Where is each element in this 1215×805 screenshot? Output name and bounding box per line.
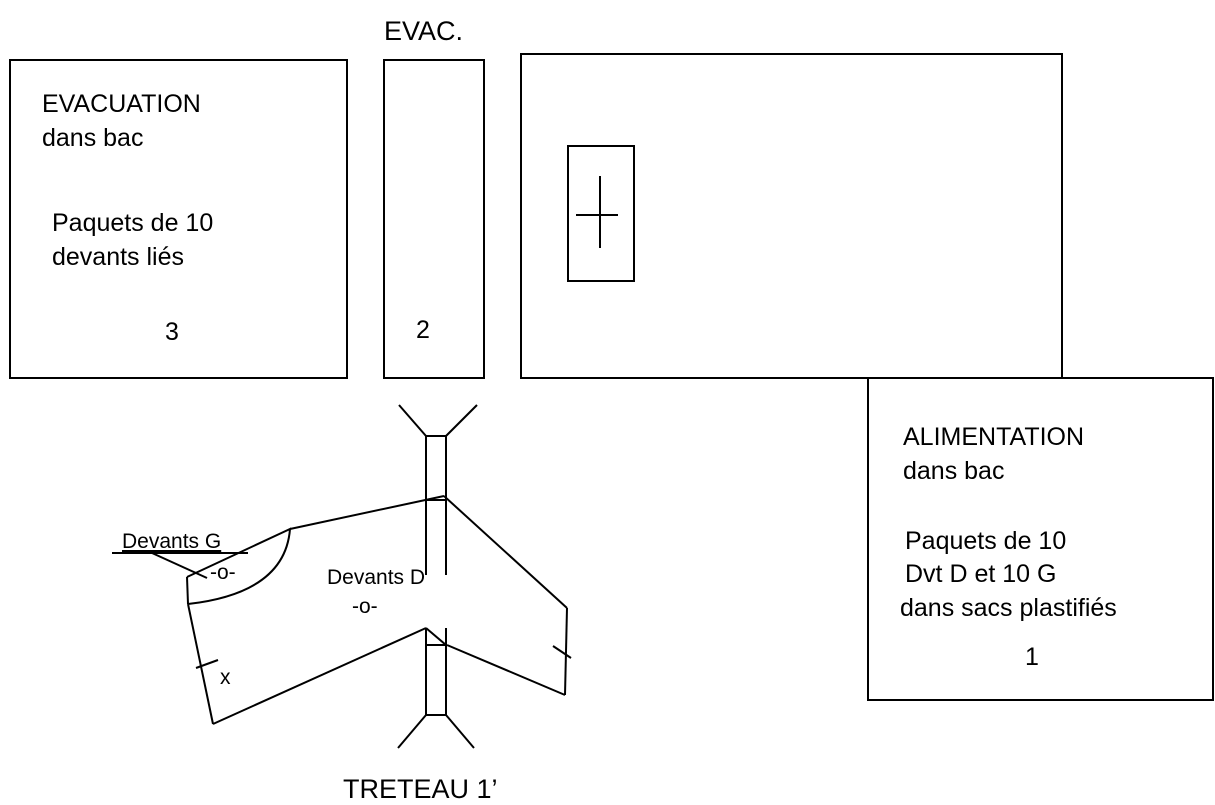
garment-top-edge — [289, 495, 445, 530]
garment-bottom-left — [212, 627, 427, 725]
garment-left-notch — [195, 659, 219, 669]
devants-g-mark: -o- — [210, 561, 236, 584]
evacuation-subtitle: dans bac — [42, 124, 143, 152]
alimentation-desc-line1: Paquets de 10 — [905, 527, 1066, 555]
alimentation-box: ALIMENTATION dans bac Paquets de 10 Dvt … — [867, 377, 1214, 701]
evac-narrow-number: 2 — [416, 316, 430, 344]
devants-g-label: Devants G — [122, 530, 221, 553]
evacuation-desc-line2: devants liés — [52, 243, 184, 271]
alimentation-desc-line2: Dvt D et 10 G — [905, 560, 1056, 588]
garment-left-edge — [187, 603, 214, 725]
devants-d-label: Devants D — [327, 566, 425, 589]
machine-table — [520, 53, 1063, 379]
evacuation-box: EVACUATION dans bac Paquets de 10 devant… — [9, 59, 348, 379]
evac-narrow-box-frame — [383, 59, 485, 379]
evacuation-desc-line1: Paquets de 10 — [52, 209, 213, 237]
notch-x-mark: x — [220, 666, 231, 689]
garment-bottom-right — [446, 644, 566, 696]
evac-narrow-box: 2 — [383, 59, 485, 379]
alimentation-subtitle: dans bac — [903, 457, 1004, 485]
trestle-top-leg-left — [398, 404, 427, 437]
garment-front-piece: Devants G -o- Devants D -o- x — [112, 495, 572, 725]
evacuation-title: EVACUATION — [42, 90, 201, 118]
trestle-bar-bottom — [425, 644, 447, 716]
trestle — [397, 404, 478, 749]
garment-neckline — [186, 527, 292, 605]
garment-right-notch — [552, 645, 572, 659]
garment-shoulder-right — [443, 495, 568, 609]
trestle-bottom-leg-right — [445, 714, 475, 749]
garment-bottom-join — [425, 627, 447, 646]
evac-top-label: EVAC. — [384, 16, 463, 46]
alimentation-number: 1 — [1025, 643, 1039, 671]
devants-d-mark: -o- — [352, 595, 378, 618]
garment-right-edge — [564, 607, 568, 696]
trestle-bar-top — [425, 435, 447, 501]
alimentation-desc-line3: dans sacs plastifiés — [900, 594, 1117, 622]
evacuation-box-frame — [9, 59, 348, 379]
alimentation-title: ALIMENTATION — [903, 423, 1084, 451]
devants-g-pointer — [151, 552, 208, 579]
trestle-bottom-leg-left — [397, 714, 427, 749]
trestle-top-leg-right — [445, 404, 478, 437]
treteau-label: TRETEAU 1’ — [343, 774, 498, 804]
alimentation-box-frame — [867, 377, 1214, 701]
evacuation-number: 3 — [165, 318, 179, 346]
garment-left-edge-top — [186, 576, 189, 605]
